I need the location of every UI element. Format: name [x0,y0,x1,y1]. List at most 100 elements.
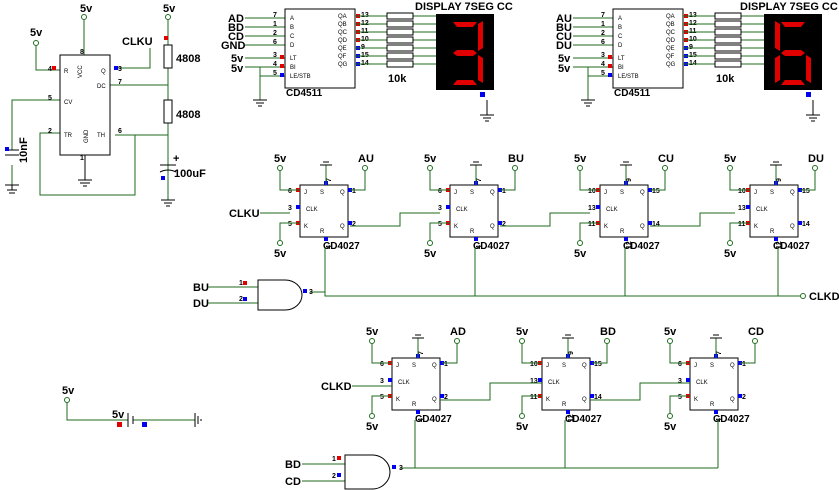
ff-j-vcc-terminal[interactable] [667,338,673,344]
decoder-4511-1-label: CD4511 [286,88,323,99]
ff-q-output-label: DU [808,153,824,165]
ff-qbar-label: Q [582,397,587,403]
ff-clk-label: CLK [606,207,618,213]
capacitor-c2[interactable] [159,164,177,173]
ff-j-vcc-terminal[interactable] [519,338,525,344]
ff-chip-label: CD4027 [773,241,810,252]
ff-clk-label: CLK [756,207,768,213]
ff-pin-clk-marker [686,378,690,382]
ff-q-output-terminal[interactable] [662,165,668,171]
ff-q-output-terminal[interactable] [752,338,758,344]
gate2-marker1 [337,456,341,460]
rnet-resistor [714,52,742,60]
dec2-ground [581,99,595,107]
ff-j-vcc-terminal[interactable] [727,165,733,171]
ff-j-vcc-label: 5v [574,153,587,165]
decoder-4511-1-body[interactable] [284,8,356,89]
ff-k-vcc-terminal[interactable] [277,240,283,246]
ff-clk-label: CLK [456,207,468,213]
pin-num-7: 7 [118,79,122,86]
ff-k-vcc-label: 5v [724,248,737,260]
ff-pin-qbar-marker [348,221,352,225]
ff-q-output-terminal[interactable] [812,165,818,171]
source-ground [194,413,202,427]
rnet-resistor [714,36,742,44]
ff-j-vcc-terminal[interactable] [577,165,583,171]
ff-j-vcc-terminal[interactable] [369,338,375,344]
battery-marker-pos [117,422,122,427]
rnet-resistor [386,12,414,20]
resistor-network-2[interactable] [683,12,764,68]
ff-set-ground [562,334,574,339]
resistor-r2[interactable] [163,99,173,124]
gate1-in-du: DU [193,298,209,310]
ff-pin-q-num: 1 [502,188,506,195]
ff-k-vcc-label: 5v [574,248,587,260]
ff-k-vcc-label: 5v [274,248,287,260]
power-source: 5v 5v [62,385,202,427]
ff-pin-qbar-marker [440,394,444,398]
vcc-terminal-reset[interactable] [33,40,39,46]
ff-j-vcc-terminal[interactable] [277,165,283,171]
ff-q-output-terminal[interactable] [454,338,460,344]
dec-pin-num: 3 [273,52,277,59]
ff-pin-r-marker [324,237,328,241]
flipflop-body[interactable] [391,357,441,411]
timer-555-body[interactable] [59,54,111,156]
ff-k-vcc-terminal[interactable] [519,413,525,419]
flipflop-body[interactable] [299,184,349,238]
ff-j-vcc-label: 5v [516,326,529,338]
resistor-network-1[interactable] [355,12,436,68]
ff-k-label: K [604,224,608,230]
up-counter-flipflops: JKCLKQQSRCD402763512745v5vAUJKCLKQQSRCD4… [274,153,824,260]
resistor-r2-value: 4808 [176,109,200,121]
ff-q-output-label: CU [658,153,674,165]
ff-j-vcc-terminal[interactable] [427,165,433,171]
vcc-label-reset: 5v [30,27,43,39]
dec-pin-b-label: B [290,25,294,31]
ff-q-output-terminal[interactable] [512,165,518,171]
ff-q-output-terminal[interactable] [604,338,610,344]
and-gate-down[interactable] [344,454,391,490]
ff-q-output-terminal[interactable] [362,165,368,171]
flipflop-body[interactable] [449,184,499,238]
ff-j-label: J [754,190,757,196]
rnet-resistor [386,52,414,60]
clkd-terminal[interactable] [800,293,806,299]
ff-k-vcc-terminal[interactable] [577,240,583,246]
dec-out-qa-label: QA [338,14,347,20]
decoder-4511-2-body[interactable] [612,8,684,89]
ff-pin-r-marker [714,410,718,414]
ff-qbar-label: Q [790,224,795,230]
ff-k-vcc-terminal[interactable] [727,240,733,246]
source-terminal[interactable] [64,397,70,403]
pin-marker-4 [52,66,56,70]
ff-r-label: R [412,402,417,408]
flipflop-body[interactable] [749,184,799,238]
ff-pin-s-num: 7 [476,178,483,182]
ff-k-vcc-terminal[interactable] [369,413,375,419]
rnet-resistor [714,20,742,28]
resistor-r1[interactable] [163,44,173,69]
ff-k-vcc-terminal[interactable] [427,240,433,246]
ff-set-ground [412,334,424,339]
gate2-in-bd: BD [285,459,301,471]
vcc-terminal-555[interactable] [81,14,87,20]
battery-symbol[interactable] [127,413,134,427]
vcc-terminal-res[interactable] [165,14,171,20]
ff-k-vcc-terminal[interactable] [667,413,673,419]
pin-reset-label: R [64,69,69,75]
and-gate-up[interactable] [257,279,303,311]
segment-a [453,22,477,27]
ff-pin-r-num: 4 [326,245,333,249]
ff-k-label: K [396,397,400,403]
pin-num-1: 1 [80,155,84,162]
